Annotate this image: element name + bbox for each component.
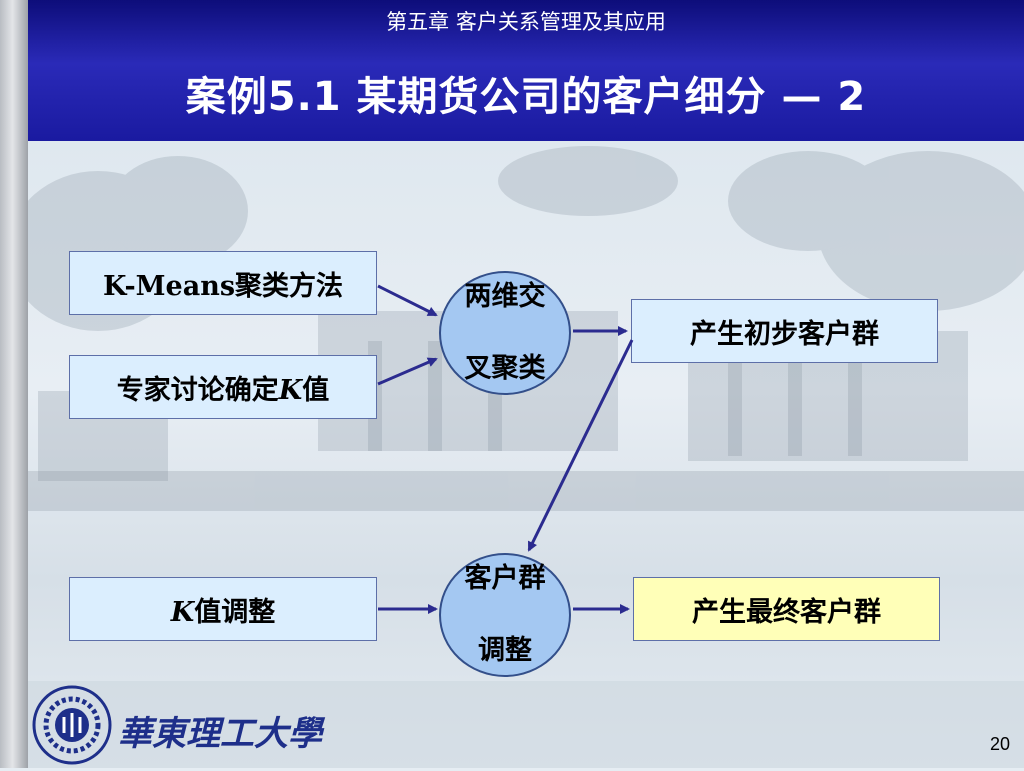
initial-group-label: 产生初步客户群 (690, 318, 879, 350)
two-dim-cluster-line1: 两维交 (464, 281, 546, 312)
final-group-box: 产生最终客户群 (633, 577, 940, 641)
k-adjust-variable: K (170, 596, 195, 628)
slide-title: 案例5.1 某期货公司的客户细分 — 2 (185, 74, 867, 120)
expert-k-label: 专家讨论确定K值 (117, 368, 329, 407)
university-logo: 華東理工大學 (30, 683, 340, 771)
arrow-expert-to-cluster (377, 357, 438, 386)
expert-k-box: 专家讨论确定K值 (69, 355, 377, 419)
group-adjust-circle: 客户群调整 (439, 553, 571, 677)
left-edge-strip (0, 0, 28, 768)
kmeans-method-box: K-Means聚类方法 (69, 251, 377, 315)
two-dim-cluster-line2: 叉聚类 (464, 353, 546, 384)
arrow-initial-to-group-adjust (527, 339, 634, 552)
university-name: 華東理工大學 (118, 714, 326, 754)
expert-k-variable: K (278, 374, 303, 406)
group-adjust-line1: 客户群 (464, 563, 546, 594)
expert-k-suffix: 值 (302, 374, 330, 406)
expert-k-prefix: 专家讨论确定 (116, 374, 279, 406)
two-dim-cluster-label: 两维交叉聚类 (450, 279, 560, 387)
university-emblem: 華東理工大學 (32, 685, 326, 765)
group-adjust-line2: 调整 (478, 635, 532, 666)
k-adjust-label: K值调整 (171, 590, 275, 629)
final-group-label: 产生最终客户群 (692, 596, 881, 628)
chapter-title: 第五章 客户关系管理及其应用 (386, 10, 666, 34)
kmeans-method-label: K-Means聚类方法 (102, 270, 344, 302)
slide-header: 第五章 客户关系管理及其应用 案例5.1 某期货公司的客户细分 — 2 (28, 0, 1024, 141)
k-adjust-box: K值调整 (69, 577, 377, 641)
initial-group-box: 产生初步客户群 (631, 299, 938, 363)
group-adjust-label: 客户群调整 (450, 561, 560, 669)
k-adjust-suffix: 值调整 (194, 596, 276, 628)
two-dim-cluster-circle: 两维交叉聚类 (439, 271, 571, 395)
arrow-kmeans-to-cluster (377, 284, 438, 317)
page-number: 20 (989, 734, 1010, 754)
